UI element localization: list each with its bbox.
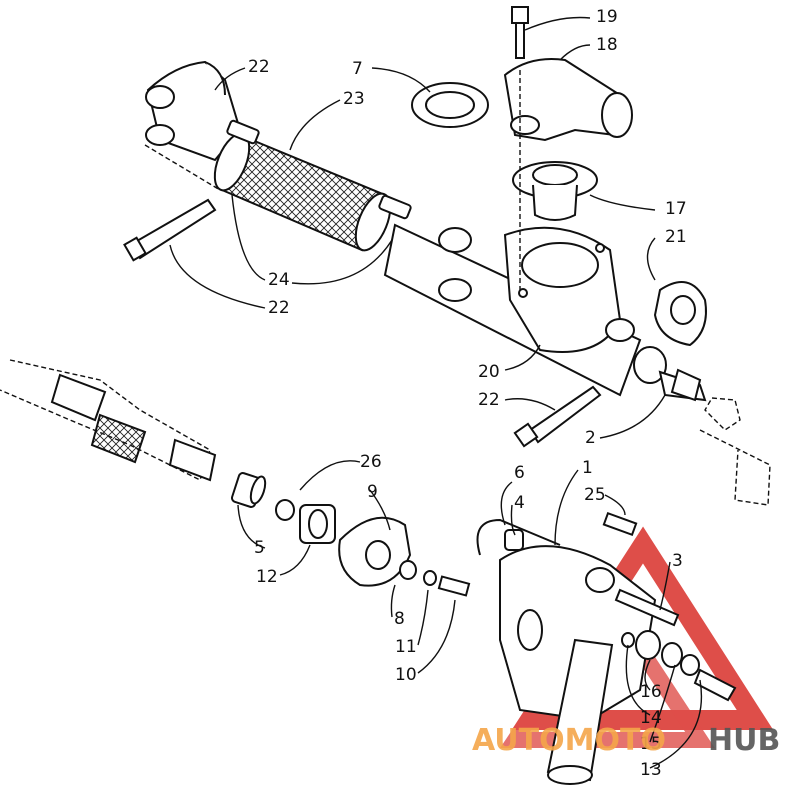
callout-2: 2 <box>585 428 596 448</box>
callout-16: 16 <box>640 682 662 702</box>
callout-14: 14 <box>640 708 662 728</box>
callout-10: 10 <box>395 665 417 685</box>
callout-11: 11 <box>395 637 417 657</box>
callout-25: 24 <box>268 270 290 290</box>
callout-8: 8 <box>394 609 405 629</box>
watermark-part1: AUTOMOTO <box>472 723 666 758</box>
callout-22-bottom: 22 <box>478 390 500 410</box>
callout-24: 23 <box>343 89 365 109</box>
callout-12: 12 <box>256 567 278 587</box>
callout-20: 20 <box>478 362 500 382</box>
callout-3: 3 <box>672 551 683 571</box>
callout-7: 7 <box>352 59 363 79</box>
callout-9: 9 <box>367 482 378 502</box>
callout-6: 6 <box>514 463 525 483</box>
callout-4: 4 <box>514 493 525 513</box>
callout-17: 17 <box>665 199 687 219</box>
watermark-part2: HUB <box>708 723 780 758</box>
callout-1: 1 <box>582 458 593 478</box>
manifold-assembly <box>123 6 707 448</box>
callout-23: 22 <box>248 57 270 77</box>
callout-labels: 19 18 22 23 7 17 21 24 22 20 22 2 26 9 5… <box>248 7 687 780</box>
callout-18: 18 <box>596 35 618 55</box>
watermark-text: AUTOMOTO HUB <box>472 723 780 758</box>
callout-19: 19 <box>596 7 618 27</box>
callout-13: 13 <box>640 760 662 780</box>
callout-27: 26 <box>360 452 382 472</box>
callout-22-top: 22 <box>268 298 290 318</box>
leader-lines <box>169 16 703 769</box>
dashed-outlines <box>0 70 771 506</box>
pump-assembly <box>50 373 737 785</box>
callout-5: 5 <box>254 538 265 558</box>
callout-26: 25 <box>584 485 606 505</box>
callout-21: 21 <box>665 227 687 247</box>
callout-15: 15 <box>640 734 662 754</box>
